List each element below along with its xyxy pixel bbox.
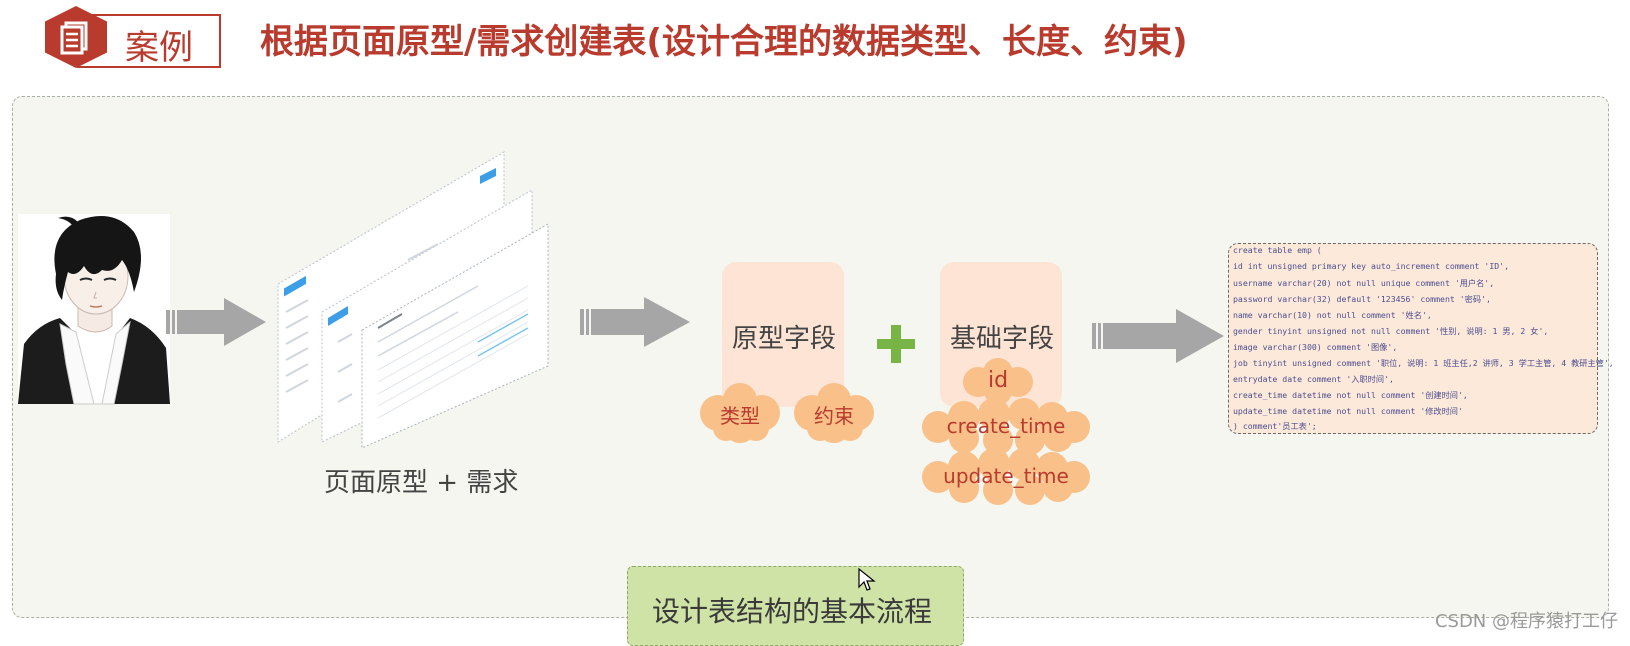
- create-time-tag: create_time: [946, 414, 1066, 438]
- code-line: password varchar(32) default '123456' co…: [1233, 294, 1491, 304]
- type-tag: 类型: [720, 404, 760, 428]
- id-tag: id: [987, 368, 1009, 393]
- prototype-fields-box: [722, 262, 844, 407]
- prototype-fields-label: 原型字段: [732, 324, 837, 354]
- arrow-icon: [166, 298, 266, 346]
- code-line: update_time datetime not null comment '修…: [1233, 406, 1463, 416]
- code-line: gender tinyint unsigned not null comment…: [1233, 326, 1549, 336]
- code-line: create table emp (: [1233, 245, 1322, 255]
- caption: 设计表结构的基本流程: [652, 595, 933, 628]
- code-line: id int unsigned primary key auto_increme…: [1233, 261, 1510, 271]
- caption-box: [627, 566, 964, 646]
- plus-icon: [877, 325, 915, 363]
- code-line: ) comment'员工表';: [1233, 421, 1317, 431]
- case-badge: 案例: [45, 6, 221, 68]
- code-line: job tinyint unsigned comment '职位, 说明: 1 …: [1233, 358, 1614, 368]
- badge-label: 案例: [125, 28, 193, 68]
- update-time-tag: update_time: [943, 464, 1069, 488]
- cloud-icon: [794, 383, 874, 443]
- cloud-icon: [922, 448, 1090, 505]
- create-table-sql: create table emp ( id int unsigned prima…: [1228, 243, 1614, 434]
- page-prototype-illustration: [277, 151, 568, 472]
- code-line: create_time datetime not null comment '创…: [1233, 390, 1468, 400]
- cloud-icon: [700, 383, 780, 443]
- base-fields-label: 基础字段: [950, 324, 1055, 354]
- cloud-icon: [922, 398, 1090, 455]
- code-line: entrydate date comment '入职时间',: [1233, 374, 1394, 384]
- page-title: 根据页面原型/需求创建表(设计合理的数据类型、长度、约束): [260, 22, 1188, 62]
- avatar: [18, 214, 170, 405]
- code-line: name varchar(10) not null comment '姓名',: [1233, 310, 1432, 320]
- watermark: CSDN @程序猿打工仔: [1434, 611, 1618, 632]
- code-line: image varchar(300) comment '图像',: [1233, 342, 1398, 352]
- mouse-pointer-icon: [858, 567, 876, 591]
- arrow-icon: [580, 297, 690, 347]
- code-line: username varchar(20) not null unique com…: [1233, 278, 1495, 288]
- prototype-label: 页面原型 + 需求: [324, 468, 519, 498]
- constraint-tag: 约束: [814, 404, 854, 428]
- cloud-icon: [963, 358, 1033, 405]
- arrow-icon: [1092, 309, 1224, 363]
